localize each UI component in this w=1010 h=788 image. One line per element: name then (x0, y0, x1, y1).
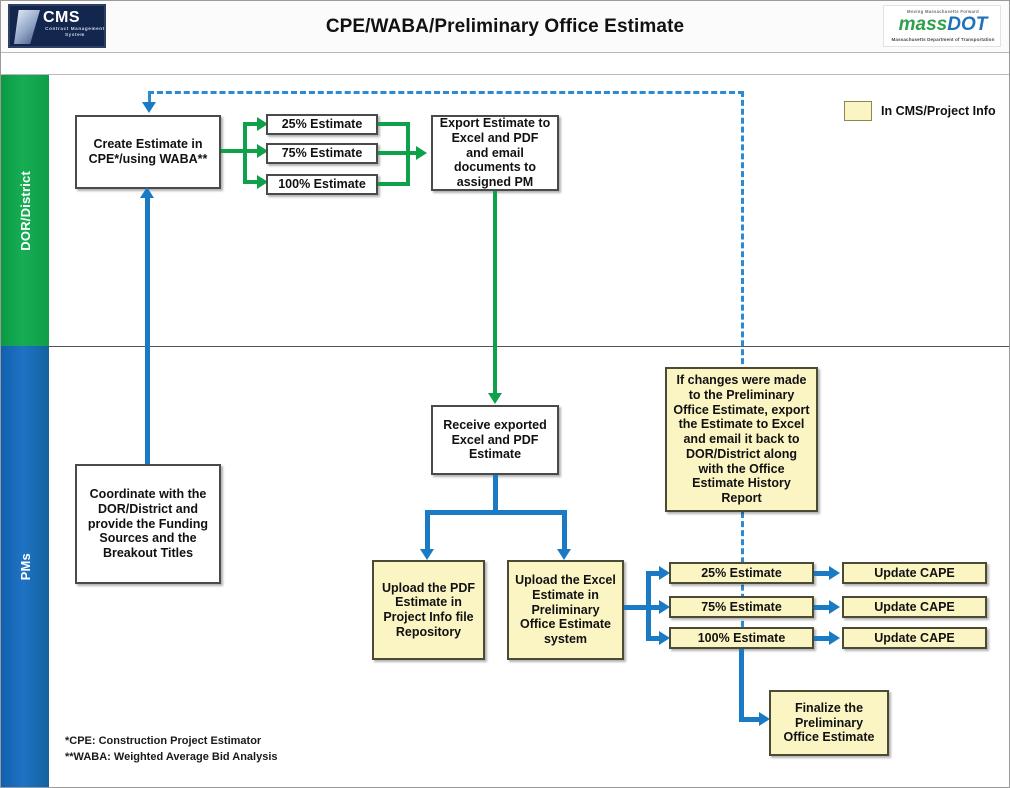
node-upload-pdf[interactable]: Upload the PDF Estimate in Project Info … (372, 560, 485, 660)
node-coordinate[interactable]: Coordinate with the DOR/District and pro… (75, 464, 221, 584)
node-estimate-75-top-label: 75% Estimate (281, 146, 363, 161)
node-estimate-25-bottom-label: 25% Estimate (701, 565, 782, 580)
blue-arrow-to-cape-2 (829, 600, 840, 614)
green-arrow-to-100 (257, 175, 268, 189)
node-estimate-25-top-label: 25% Estimate (281, 117, 363, 132)
node-if-changes-note[interactable]: If changes were made to the Preliminary … (665, 367, 818, 512)
green-line-to-25 (243, 122, 259, 126)
node-update-cape-1-label: Update CAPE (874, 565, 955, 580)
node-finalize[interactable]: Finalize the Preliminary Office Estimate (769, 690, 889, 756)
blue-arrow-to-est-75 (659, 600, 670, 614)
blue-line-est75-to-cape (814, 605, 833, 610)
blue-line-to-upload-pdf (425, 510, 430, 552)
feedback-arrowhead-down (142, 102, 156, 113)
node-estimate-100-bottom-label: 100% Estimate (697, 630, 786, 645)
blue-line-to-est-25 (646, 571, 662, 576)
cms-logo-icon: CMS Contract Management System (8, 4, 106, 48)
node-create-estimate[interactable]: Create Estimate in CPE*/using WABA** (75, 115, 221, 189)
green-arrow-to-75 (257, 144, 268, 158)
green-line-to-100 (243, 180, 259, 184)
footnotes: *CPE: Construction Project Estimator **W… (65, 733, 278, 765)
header-subbar (1, 53, 1009, 75)
blue-arrow-to-cape-1 (829, 566, 840, 580)
swimlane-dor-district-label: DOR/District (17, 170, 33, 251)
blue-line-to-upload-excel (562, 510, 567, 552)
blue-line-est25-to-cape (814, 571, 833, 576)
footnote-cpe: *CPE: Construction Project Estimator (65, 735, 262, 747)
node-estimate-25-bottom[interactable]: 25% Estimate (669, 562, 814, 584)
swimlane-pms: PMs (1, 346, 49, 787)
blue-arrow-to-est-25 (659, 566, 670, 580)
node-estimate-75-top[interactable]: 75% Estimate (266, 143, 378, 164)
node-estimate-75-bottom[interactable]: 75% Estimate (669, 596, 814, 618)
massdot-subtitle: Massachusetts Department of Transportati… (891, 37, 995, 42)
footnote-waba: **WABA: Weighted Average Bid Analysis (65, 751, 278, 763)
massdot-wordmark: massDOT (884, 15, 1002, 35)
massdot-tagline: Moving Massachusetts Forward (907, 9, 979, 14)
legend-label: In CMS/Project Info (881, 104, 996, 118)
blue-arrow-to-est-100 (659, 631, 670, 645)
blue-line-excel-out (624, 605, 650, 610)
cms-logo-name: CMS (43, 9, 81, 26)
blue-line-upload-split (425, 510, 567, 515)
green-arrow-to-receive (488, 393, 502, 404)
massdot-mass-text: mass (898, 14, 948, 35)
green-arrow-to-export (416, 146, 427, 160)
blue-line-to-est-100 (646, 636, 662, 641)
node-receive-exported-label: Receive exported Excel and PDF Estimate (443, 417, 547, 462)
page-header: CMS Contract Management System CPE/WABA/… (1, 1, 1009, 53)
node-estimate-100-top-label: 100% Estimate (278, 177, 366, 192)
node-update-cape-1[interactable]: Update CAPE (842, 562, 987, 584)
node-update-cape-3[interactable]: Update CAPE (842, 627, 987, 649)
feedback-dashed-vertical-upper (741, 91, 744, 373)
feedback-dashed-stub (148, 91, 151, 103)
massdot-dot-text: DOT (947, 14, 988, 35)
node-upload-pdf-label: Upload the PDF Estimate in Project Info … (381, 580, 476, 639)
swimlane-divider (49, 346, 1009, 347)
blue-arrow-to-upload-excel (557, 549, 571, 560)
green-line-to-75 (243, 149, 259, 153)
massdot-logo-icon: Moving Massachusetts Forward massDOT Mas… (883, 5, 1001, 47)
node-estimate-75-bottom-label: 75% Estimate (701, 599, 782, 614)
node-coordinate-label: Coordinate with the DOR/District and pro… (87, 487, 209, 561)
blue-line-finalize-down (739, 649, 744, 722)
feedback-dashed-horizontal (148, 91, 744, 94)
swimlane-dor-district: DOR/District (1, 75, 49, 346)
blue-line-finalize-right (739, 717, 763, 722)
node-receive-exported[interactable]: Receive exported Excel and PDF Estimate (431, 405, 559, 475)
legend-swatch (844, 101, 872, 121)
node-estimate-100-bottom[interactable]: 100% Estimate (669, 627, 814, 649)
green-line-create-out (221, 149, 247, 153)
green-arrow-to-25 (257, 117, 268, 131)
green-line-75-out (378, 151, 418, 155)
node-if-changes-note-label: If changes were made to the Preliminary … (673, 373, 810, 506)
node-estimate-25-top[interactable]: 25% Estimate (266, 114, 378, 135)
blue-line-coordinate-up (145, 197, 150, 464)
legend: In CMS/Project Info (844, 101, 996, 121)
green-line-export-down (493, 191, 497, 395)
node-update-cape-3-label: Update CAPE (874, 630, 955, 645)
green-line-split-vertical (243, 122, 247, 184)
blue-arrow-to-finalize (759, 712, 770, 726)
blue-line-to-est-75 (646, 605, 662, 610)
blue-arrow-to-create-estimate (140, 187, 154, 198)
node-upload-excel-label: Upload the Excel Estimate in Preliminary… (515, 573, 616, 647)
node-upload-excel[interactable]: Upload the Excel Estimate in Preliminary… (507, 560, 624, 660)
blue-arrow-to-upload-pdf (420, 549, 434, 560)
node-update-cape-2[interactable]: Update CAPE (842, 596, 987, 618)
node-finalize-label: Finalize the Preliminary Office Estimate (783, 700, 875, 745)
green-line-100-out (378, 182, 410, 186)
green-line-25-out (378, 122, 410, 126)
node-estimate-100-top[interactable]: 100% Estimate (266, 174, 378, 195)
blue-line-receive-down (493, 475, 498, 514)
page-title: CPE/WABA/Preliminary Office Estimate (325, 16, 685, 37)
swimlane-pms-label: PMs (17, 552, 33, 581)
node-update-cape-2-label: Update CAPE (874, 599, 955, 614)
node-export-estimate[interactable]: Export Estimate to Excel and PDF and ema… (431, 115, 559, 191)
node-create-estimate-label: Create Estimate in CPE*/using WABA** (88, 137, 208, 166)
blue-arrow-to-cape-3 (829, 631, 840, 645)
cms-logo-subtitle: Contract Management System (45, 26, 105, 38)
node-export-estimate-label: Export Estimate to Excel and PDF and ema… (439, 116, 551, 190)
blue-line-est100-to-cape (814, 636, 833, 641)
